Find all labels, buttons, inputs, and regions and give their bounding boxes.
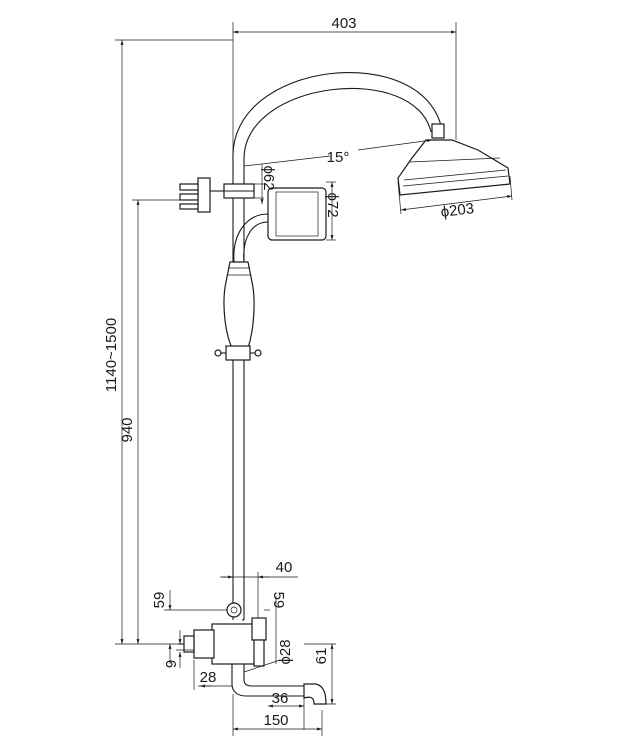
dim-inlet-offset: 9 <box>163 660 180 668</box>
riser-pipe <box>232 160 245 620</box>
diverter <box>226 602 242 618</box>
dim-tilt-angle: 15° <box>327 149 350 166</box>
mixer-valve-body <box>178 617 267 667</box>
dim-spout-tip: 36 <box>272 690 289 707</box>
dim-holder-diameter: ϕ62 <box>260 165 277 190</box>
dim-valve-height-right: 59 <box>270 592 287 609</box>
shower-head <box>397 123 511 196</box>
overhead-arm <box>232 72 443 161</box>
dim-arm-reach: 403 <box>331 15 356 32</box>
sliding-holder <box>223 183 255 199</box>
dim-spout-drop: 61 <box>313 648 330 665</box>
wall-bracket <box>179 177 224 213</box>
dim-valve-height-left: 59 <box>151 592 168 609</box>
dim-head-diameter: ϕ203 <box>440 200 475 221</box>
dim-total-height: 1140~1500 <box>103 318 120 392</box>
dim-inlet-width: 28 <box>200 669 217 686</box>
dim-pipe-diameter: ϕ28 <box>277 639 294 664</box>
dim-spout-length: 150 <box>263 712 288 729</box>
bath-spout <box>231 664 327 705</box>
slide-stop <box>214 345 262 361</box>
hand-shower <box>223 187 327 349</box>
dim-handshower-diameter: ϕ72 <box>324 192 341 217</box>
dim-spout-offset: 40 <box>276 559 293 576</box>
dim-bar-height: 940 <box>119 417 136 442</box>
